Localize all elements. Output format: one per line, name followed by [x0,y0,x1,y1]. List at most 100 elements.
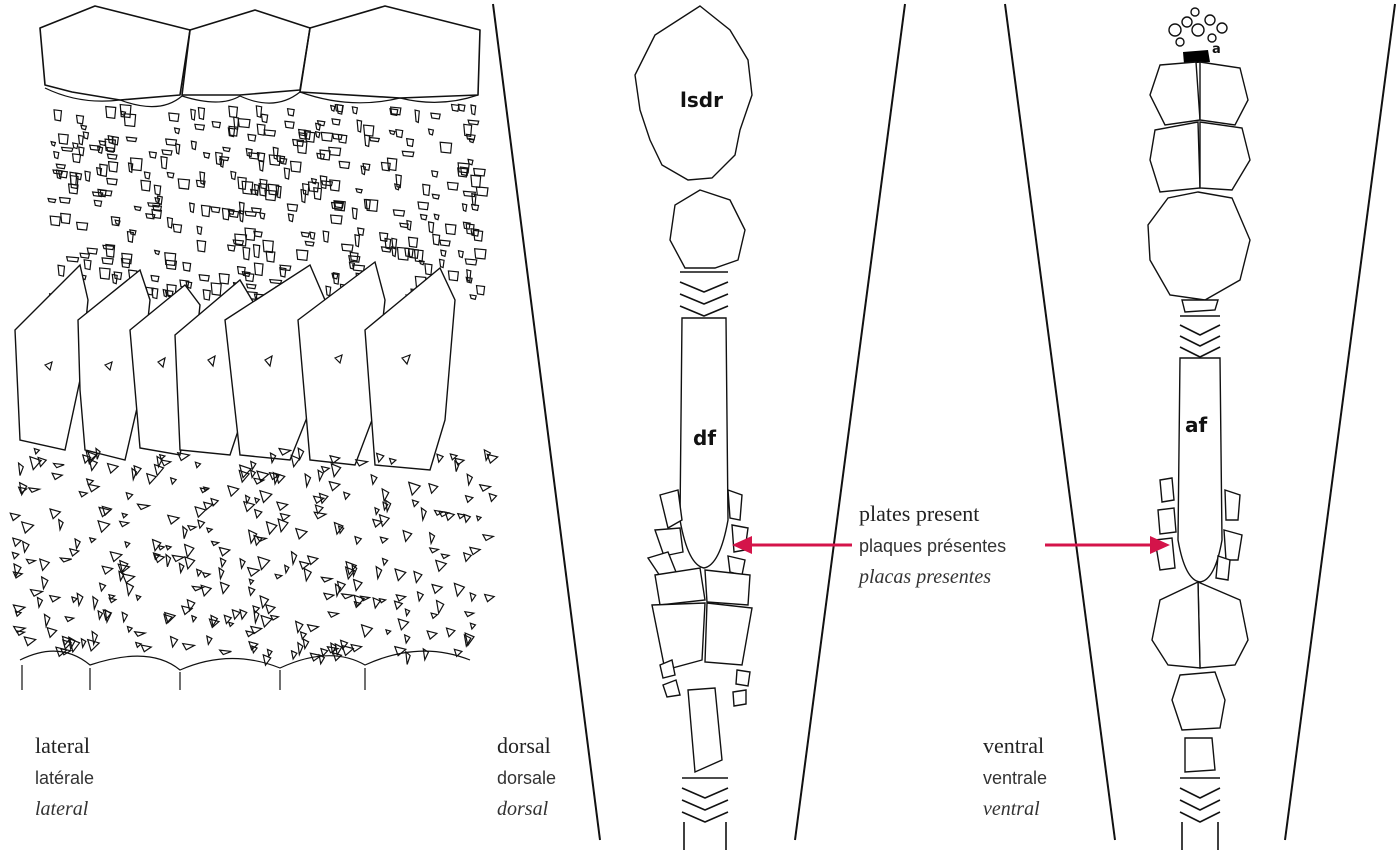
denticle [312,179,317,184]
denticle [470,593,476,601]
denticle [83,132,88,139]
denticle [134,206,141,210]
denticle [185,557,195,569]
denticle [434,214,439,219]
panel-divider-line [1005,4,1115,840]
denticle [220,582,229,593]
denticle [24,637,35,646]
denticle [169,113,179,121]
denticle [172,555,184,561]
denticle [489,494,496,502]
denticle [291,552,296,564]
denticle [146,214,155,219]
denticle [79,147,84,156]
denticle [252,208,261,213]
denticle [364,125,374,136]
denticle [409,237,418,247]
denticle [440,240,450,246]
denticle [201,585,211,596]
denticle [185,544,194,557]
denticle [287,204,297,211]
denticle [178,179,189,189]
denticle [197,569,202,576]
denticle [423,184,430,195]
denticle [56,164,65,169]
denticle [366,199,378,211]
dorsal-panel-drawing: lsdr df [635,6,752,850]
denticle [233,240,243,245]
denticle [254,245,260,258]
denticle [441,554,449,559]
denticle [383,558,388,565]
denticle [59,520,63,530]
denticle [251,470,256,477]
denticle [212,541,219,545]
denticle [339,526,344,533]
denticle [380,537,387,543]
denticle [122,513,127,518]
denticle [240,559,245,568]
denticle [166,546,171,550]
denticle [467,270,471,282]
denticle [244,502,255,512]
denticle [260,213,265,219]
denticle [126,583,133,595]
callout-english: plates present [859,501,979,526]
denticle [382,489,389,501]
denticle [127,627,132,632]
denticle [243,247,250,259]
denticle [211,207,220,213]
denticle [90,538,96,543]
denticle [219,548,229,556]
denticle [195,507,206,517]
denticle [50,596,60,602]
denticle [430,533,435,544]
denticle [391,107,401,115]
lateral-scute [15,265,88,450]
denticle [123,574,135,583]
lateral-top-scute [182,10,310,95]
denticle [249,587,255,595]
denticle [292,651,297,659]
denticle [44,614,49,626]
denticle [136,595,141,600]
denticle [371,475,377,484]
denticle [260,491,272,503]
denticle [87,248,97,254]
lateral-caption: lateral latérale lateral [35,733,94,820]
denticle [355,235,359,247]
denticle [331,105,335,111]
denticle [471,229,479,236]
denticle [238,119,250,128]
denticle [211,283,221,295]
denticle [102,506,111,515]
denticle [195,462,200,467]
denticle [94,200,101,206]
denticle [431,113,440,119]
denticle [109,162,118,172]
denticle [266,605,275,614]
denticle [179,563,184,572]
df-label: df [693,426,716,450]
denticle [405,609,409,616]
denticle [58,265,64,276]
denticle [356,460,368,466]
denticle [52,473,62,479]
denticle [61,213,71,223]
denticle [331,464,340,477]
denticle [37,598,42,608]
denticle [80,253,89,258]
denticle [98,147,103,153]
denticle [220,650,232,654]
denticle [26,559,35,563]
denticle [464,553,472,562]
denticle [47,628,56,638]
denticle [50,216,60,226]
denticle [446,628,454,637]
denticle [81,639,85,647]
denticle [414,571,422,582]
denticle [342,244,353,251]
denticle [72,597,77,602]
denticle [458,514,465,519]
denticle [115,220,120,225]
